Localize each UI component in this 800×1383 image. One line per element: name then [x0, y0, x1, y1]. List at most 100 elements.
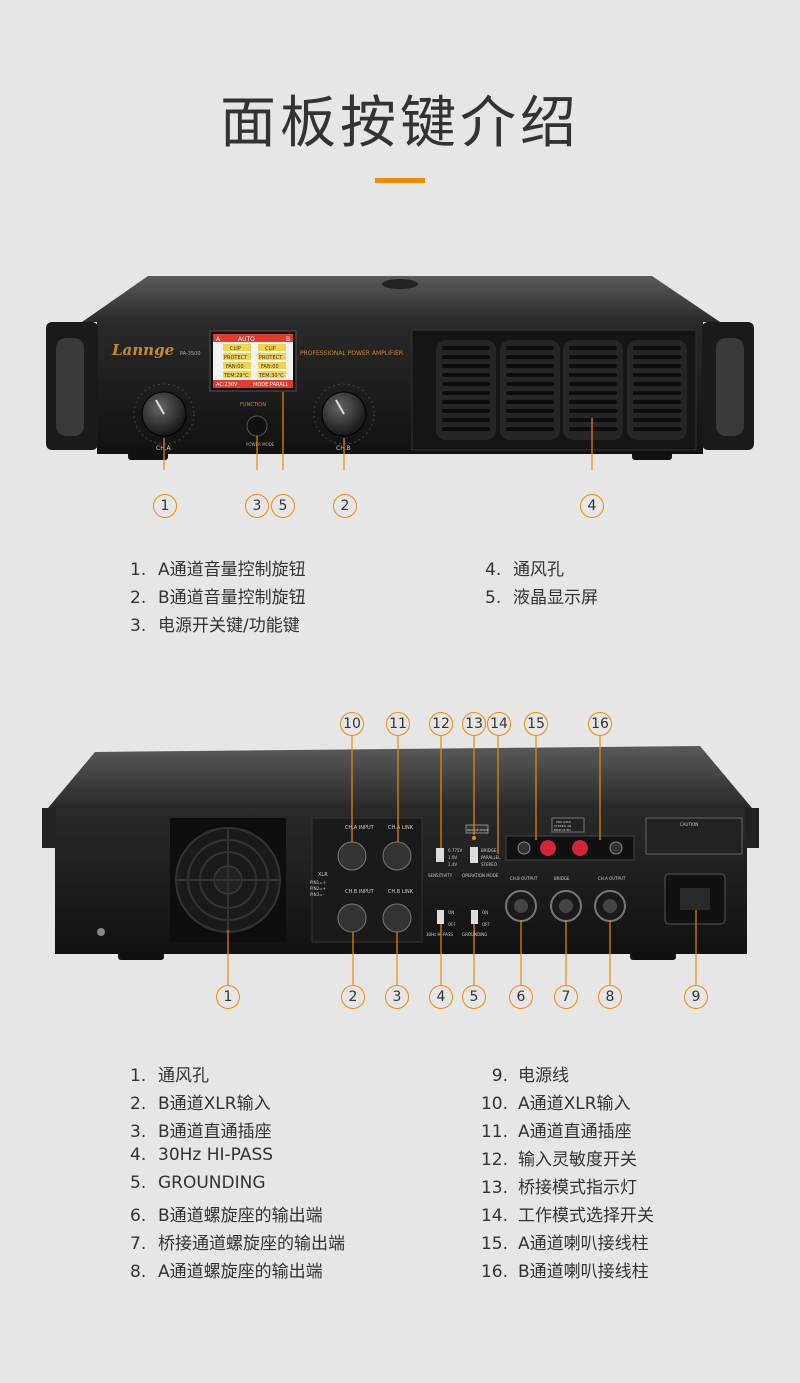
rear-callout-4: 4: [429, 985, 453, 1009]
svg-text:CH.A LINK: CH.A LINK: [388, 825, 414, 831]
vent-slot: [633, 355, 681, 359]
svg-text:CAUTION: CAUTION: [680, 822, 698, 827]
rear-legend-item: 5.GROUNDING: [130, 1173, 266, 1193]
front-legend-item: 3.电源开关键/功能键: [130, 616, 300, 636]
svg-text:FAN:00: FAN:00: [226, 364, 244, 370]
svg-text:ON: ON: [448, 910, 454, 915]
front-callout-4: 4: [580, 494, 604, 518]
hipass-switch: [437, 910, 444, 924]
vent-slot: [442, 409, 490, 413]
front-callout-1: 1: [153, 494, 177, 518]
front-callout-5: 5: [271, 494, 295, 518]
svg-text:1.0V: 1.0V: [448, 855, 457, 860]
rear-legend-item: 16.B通道喇叭接线柱: [480, 1262, 649, 1282]
vent-slot: [633, 364, 681, 368]
svg-text:OFF: OFF: [448, 922, 456, 927]
vent-slot: [442, 364, 490, 368]
svg-text:OFF: OFF: [482, 922, 490, 927]
vent-slot: [506, 364, 554, 368]
vent-slot: [442, 382, 490, 386]
svg-text:OPERATION MODE: OPERATION MODE: [462, 873, 499, 878]
svg-text:ON: ON: [482, 910, 488, 915]
vent-slot: [569, 355, 617, 359]
vent-slot: [569, 364, 617, 368]
vent-slot: [569, 391, 617, 395]
svg-text:PIN1=⏚: PIN1=⏚: [310, 879, 326, 885]
grounding-switch: [471, 910, 478, 924]
rear-legend-item: 14.工作模式选择开关: [480, 1206, 654, 1226]
svg-text:PARALLEL: PARALLEL: [481, 855, 501, 860]
vent-slot: [569, 400, 617, 404]
svg-text:BRIDGE: BRIDGE: [554, 876, 570, 881]
svg-text:CH.B: CH.B: [336, 445, 351, 452]
rear-callout-15: 15: [524, 712, 548, 736]
svg-text:MODE:PARALL: MODE:PARALL: [253, 382, 289, 388]
sensitivity-switch: [436, 848, 444, 862]
vent-slot: [633, 373, 681, 377]
svg-text:CH.A INPUT: CH.A INPUT: [345, 825, 375, 831]
svg-text:BRIDGE: BRIDGE: [481, 848, 497, 853]
vent-slot: [506, 427, 554, 431]
panel-subtitle: PROFESSIONAL POWER AMPLIFIER: [300, 350, 403, 357]
rear-callout-9: 9: [684, 985, 708, 1009]
title-underline: [375, 178, 425, 183]
svg-text:B: B: [286, 336, 290, 343]
front-legend-item: 5.液晶显示屏: [485, 588, 598, 608]
chb-xlr-input: [337, 903, 367, 933]
cha-link: [382, 841, 412, 871]
front-callout-2: 2: [333, 494, 357, 518]
rear-legend-item: 8.A通道螺旋座的输出端: [130, 1262, 323, 1282]
vent-slot: [633, 391, 681, 395]
rear-legend-item: 3.B通道直通插座: [130, 1122, 272, 1142]
rear-legend-item: 11.A通道直通插座: [480, 1122, 632, 1142]
vent-slot: [442, 400, 490, 404]
rear-callout-7: 7: [554, 985, 578, 1009]
svg-text:A: A: [216, 336, 221, 343]
rear-legend-item: 12.输入灵敏度开关: [480, 1150, 637, 1170]
rear-legend-item: 6.B通道螺旋座的输出端: [130, 1206, 323, 1226]
svg-text:FUNCTION: FUNCTION: [240, 402, 266, 408]
brand-logo: Lannge: [111, 341, 174, 359]
rear-panel-image: CH.A INPUT CH.A LINK CH.B INPUT CH.B LIN…: [42, 734, 759, 986]
vent-slot: [442, 427, 490, 431]
svg-text:STEREO 4Ω: STEREO 4Ω: [554, 824, 572, 828]
svg-text:CLIP: CLIP: [265, 346, 276, 352]
vent-slot: [506, 409, 554, 413]
vent-slot: [569, 427, 617, 431]
rear-legend-item: 13.桥接模式指示灯: [480, 1178, 637, 1198]
vent-slot: [506, 418, 554, 422]
svg-text:FAN:00: FAN:00: [261, 364, 279, 370]
svg-text:POWER MODE: POWER MODE: [246, 442, 275, 447]
vent-slot: [442, 346, 490, 350]
rear-legend-item: 9.电源线: [491, 1066, 569, 1086]
rear-callout-2: 2: [341, 985, 365, 1009]
svg-text:CH.B LINK: CH.B LINK: [388, 889, 414, 895]
rear-callout-8: 8: [598, 985, 622, 1009]
rear-legend-item: 15.A通道喇叭接线柱: [480, 1234, 649, 1254]
opmode-switch: [470, 847, 478, 863]
svg-text:STEREO: STEREO: [481, 862, 497, 867]
vent-slot: [506, 373, 554, 377]
cha-binding-post: [540, 840, 556, 856]
svg-text:1.4V: 1.4V: [448, 862, 457, 867]
vent-slot: [506, 382, 554, 386]
svg-text:CH.A OUTPUT: CH.A OUTPUT: [598, 876, 626, 881]
page-title: 面板按键介绍: [220, 91, 580, 156]
vent-slot: [506, 391, 554, 395]
vent-slot: [569, 346, 617, 350]
vent-slot: [442, 373, 490, 377]
cha-xlr-input: [337, 841, 367, 871]
svg-text:XLR: XLR: [318, 872, 328, 878]
rear-callout-10: 10: [340, 712, 364, 736]
rear-callout-5: 5: [462, 985, 486, 1009]
rear-callout-12: 12: [429, 712, 453, 736]
svg-text:CLIP: CLIP: [230, 346, 241, 352]
vent-slot: [633, 418, 681, 422]
bridge-led: [472, 836, 476, 840]
svg-text:TEM:30°C: TEM:30°C: [258, 373, 284, 379]
svg-text:BRIDGE 8Ω: BRIDGE 8Ω: [554, 828, 571, 832]
svg-text:BRIDGE MODE: BRIDGE MODE: [467, 828, 489, 832]
rear-legend-item: 4.30Hz HI-PASS: [130, 1145, 274, 1165]
rear-callout-1: 1: [216, 985, 240, 1009]
front-callout-3: 3: [245, 494, 269, 518]
